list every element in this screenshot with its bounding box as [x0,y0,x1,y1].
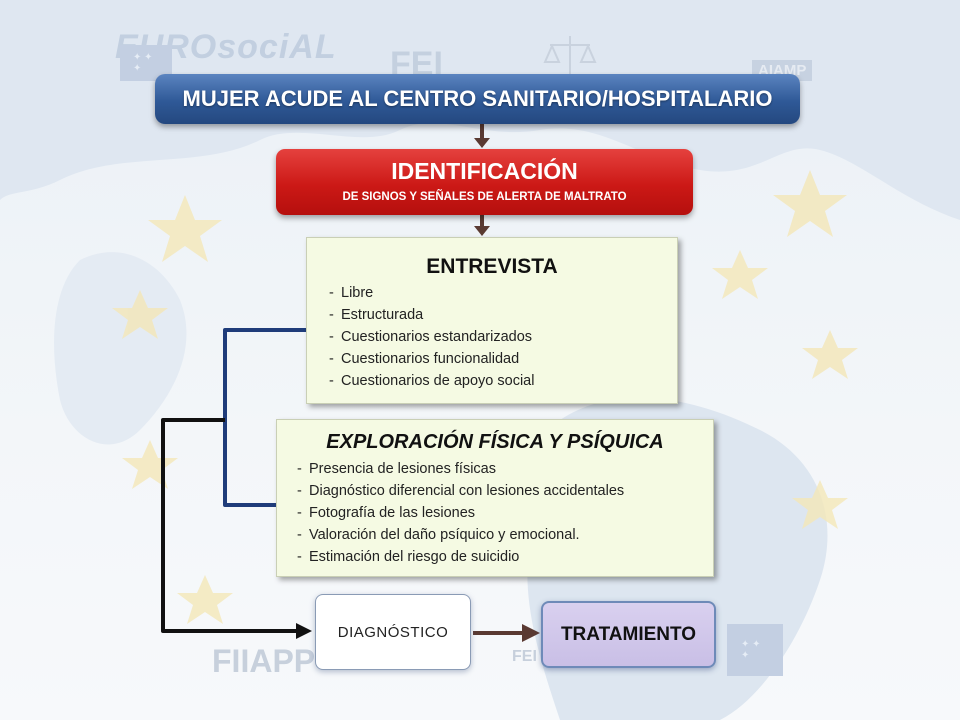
identificacion-title: IDENTIFICACIÓN [391,158,578,184]
list-item: -Diagnóstico diferencial con lesiones ac… [297,483,625,499]
mujer-acude-box: MUJER ACUDE AL CENTRO SANITARIO/HOSPITAL… [155,74,800,124]
fiiapp-logo: FIIAPP [212,643,316,679]
entrevista-list: -Libre -Estructurada -Cuestionarios esta… [329,282,534,392]
tratamiento-label: TRATAMIENTO [560,623,697,645]
entrevista-title: ENTREVISTA [426,255,558,278]
diagnostico-box: DIAGNÓSTICO [315,594,471,670]
tratamiento-box: TRATAMIENTO [541,601,716,668]
identificacion-box: IDENTIFICACIÓN DE SIGNOS Y SEÑALES DE AL… [276,149,693,215]
arrow-ident-to-entrevista [474,215,490,236]
list-item: -Fotografía de las lesiones [297,505,476,521]
list-item: -Presencia de lesiones físicas [297,461,496,477]
list-item: -Estructurada [329,307,424,323]
identificacion-subtitle: DE SIGNOS Y SEÑALES DE ALERTA DE MALTRAT… [342,191,627,203]
mujer-acude-label: MUJER ACUDE AL CENTRO SANITARIO/HOSPITAL… [182,86,773,111]
exploracion-title: EXPLORACIÓN FÍSICA Y PSÍQUICA [326,431,664,453]
arrow-mujer-to-ident [474,124,490,148]
eu-flag-icon-bottom: ✦ ✦ ✦ [727,624,783,676]
entrevista-box: ENTREVISTA -Libre -Estructurada -Cuestio… [306,237,678,404]
list-item: -Valoración del daño psíquico y emociona… [297,527,580,543]
list-item: -Cuestionarios estandarizados [329,329,533,345]
list-item: -Libre [329,285,374,301]
diagnostico-label: DIAGNÓSTICO [337,623,449,641]
exploracion-box: EXPLORACIÓN FÍSICA Y PSÍQUICA -Presencia… [276,419,714,577]
list-item: -Cuestionarios funcionalidad [329,351,520,367]
list-item: -Cuestionarios de apoyo social [329,373,535,389]
exploracion-list: -Presencia de lesiones físicas -Diagnóst… [297,458,624,568]
black-connector-to-diagnostico [161,418,298,633]
arrowhead-to-diagnostico [296,623,312,639]
fei-logo-bottom: FEI [512,648,537,665]
blue-bracket-connector [223,328,306,507]
list-item: -Estimación del riesgo de suicidio [297,549,520,565]
